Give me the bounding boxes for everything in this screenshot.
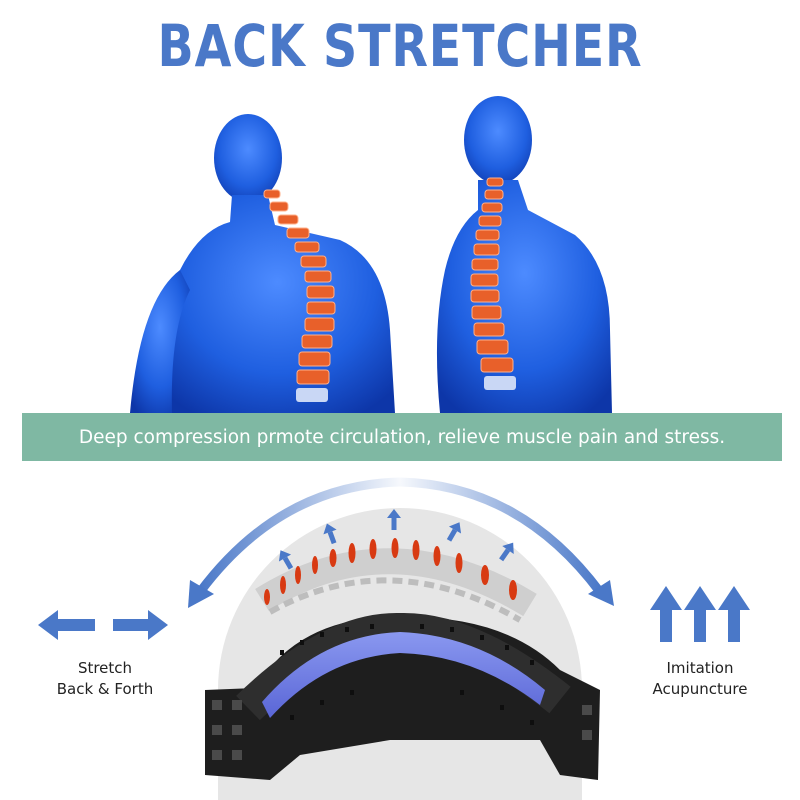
feature-stretch-label: Stretch Back & Forth <box>30 658 180 700</box>
feature-acupuncture-line1: Imitation <box>666 659 734 677</box>
product-illustration <box>38 477 750 800</box>
right-body-figure <box>436 96 612 413</box>
feature-stretch-line2: Back & Forth <box>56 680 154 698</box>
feature-acupuncture-label: Imitation Acupuncture <box>620 658 780 700</box>
three-up-arrows-icon <box>650 586 750 642</box>
benefit-banner-text: Deep compression prmote circulation, rel… <box>78 426 726 448</box>
pressure-arrows <box>278 509 514 570</box>
feature-stretch-line1: Stretch <box>77 659 133 677</box>
stretcher-frame <box>205 612 600 780</box>
benefit-banner: Deep compression prmote circulation, rel… <box>22 413 782 461</box>
right-spine <box>470 177 516 390</box>
rock-back-forth-arrows <box>188 477 614 608</box>
spine-figures-illustration <box>130 96 612 413</box>
feature-acupuncture-line2: Acupuncture <box>652 680 748 698</box>
left-body-figure <box>130 114 395 413</box>
page-title: BACK STRETCHER <box>157 12 643 80</box>
vertebrae-model <box>255 538 537 623</box>
stretcher-pad <box>262 632 545 718</box>
left-right-arrows-icon <box>38 610 168 640</box>
left-spine <box>263 189 336 402</box>
